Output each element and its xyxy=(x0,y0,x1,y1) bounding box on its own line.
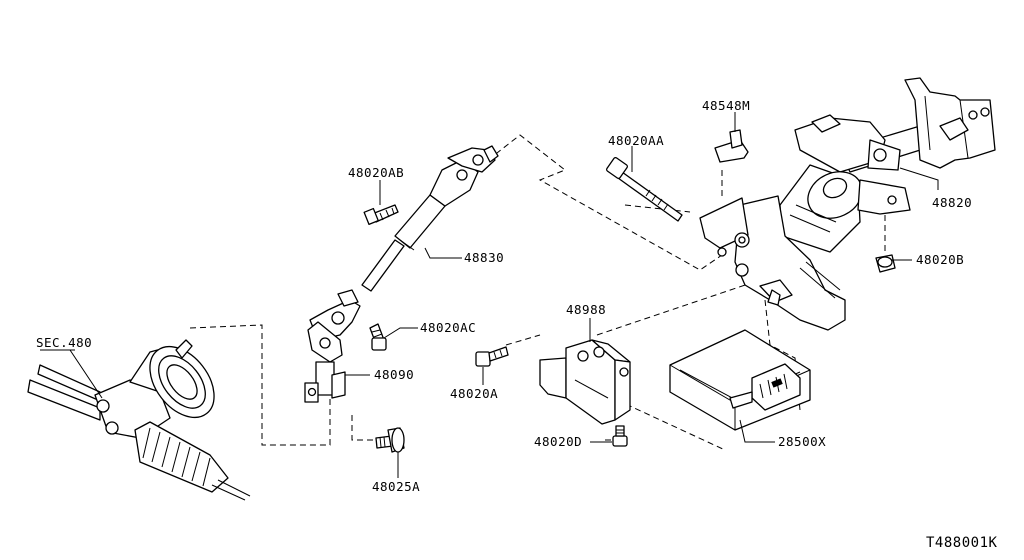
lower-joint-48090 xyxy=(304,289,361,403)
bolt-48020AB xyxy=(363,204,399,226)
rack-boot xyxy=(134,421,229,493)
label-48548M[interactable]: 48548M xyxy=(702,98,750,113)
label-28500X[interactable]: 28500X xyxy=(778,434,826,449)
bolt-48020A xyxy=(475,346,509,367)
label-48020A[interactable]: 48020A xyxy=(450,386,498,401)
nut-48020B xyxy=(875,254,896,273)
bolt-48020D xyxy=(612,425,628,447)
intermediate-shaft-48830 xyxy=(361,145,499,292)
assembly-dashed-lines xyxy=(189,134,886,451)
label-48020D[interactable]: 48020D xyxy=(534,434,582,449)
label-sec480[interactable]: SEC.480 xyxy=(36,335,92,350)
label-48020AA[interactable]: 48020AA xyxy=(608,133,664,148)
steering-rack-assembly xyxy=(27,339,251,501)
label-48020B[interactable]: 48020B xyxy=(916,252,964,267)
steering-column-48820 xyxy=(699,77,996,331)
label-48020AC[interactable]: 48020AC xyxy=(420,320,476,335)
label-48988[interactable]: 48988 xyxy=(566,302,606,317)
label-48820[interactable]: 48820 xyxy=(932,195,972,210)
clip-48548M xyxy=(714,129,749,163)
bolt-48020AC xyxy=(369,323,387,351)
bolt-48020AA xyxy=(605,156,683,222)
bracket-48988 xyxy=(539,339,631,425)
bolt-48025A xyxy=(375,427,405,453)
diagram-code: T488001K xyxy=(926,535,998,551)
control-module-28500X xyxy=(669,329,811,431)
part-labels: SEC.480 48020AB 48830 48020AA 48548M 488… xyxy=(36,98,998,551)
label-48025A[interactable]: 48025A xyxy=(372,479,420,494)
label-48020AB[interactable]: 48020AB xyxy=(348,165,404,180)
label-48090[interactable]: 48090 xyxy=(374,367,414,382)
leader-lines xyxy=(40,112,939,478)
label-48830[interactable]: 48830 xyxy=(464,250,504,265)
